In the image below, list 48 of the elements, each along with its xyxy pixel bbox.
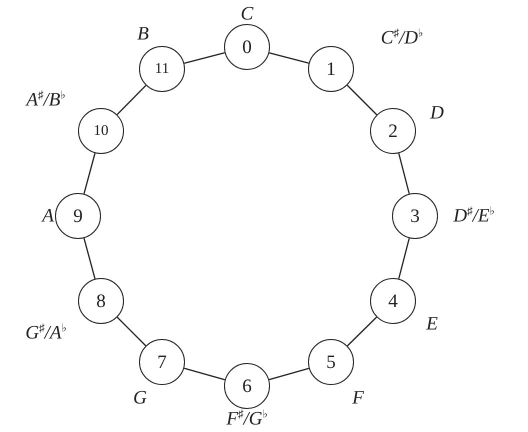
pitch-number: 0: [242, 38, 252, 56]
note-name-label: C$^{♯}$/D$^{♭}$: [380, 28, 424, 48]
pitch-number: 2: [388, 122, 398, 140]
connector-line: [83, 153, 96, 194]
connector-line: [398, 153, 410, 194]
pitch-number: 3: [410, 206, 420, 226]
pitch-number: 4: [388, 292, 398, 310]
pitch-class-circle: [78, 108, 124, 154]
pitch-class-circle: [55, 193, 101, 239]
pitch-number: 8: [96, 292, 106, 310]
pitch-number: 10: [94, 124, 108, 138]
connector-line: [398, 238, 410, 279]
pitch-number: 9: [73, 206, 83, 226]
connector-line: [184, 52, 225, 64]
note-name-label: D: [430, 104, 444, 122]
note-name-label: G$^{♯}$/A$^{♭}$: [25, 323, 67, 343]
connector-line: [116, 316, 146, 346]
note-name-label: A$^{♯}$/B$^{♭}$: [26, 90, 66, 110]
connector-line: [346, 84, 378, 116]
pitch-class-circle: [224, 363, 270, 409]
pitch-number: 5: [326, 352, 336, 372]
pitch-number: 6: [242, 376, 252, 396]
connector-line: [269, 52, 309, 64]
pitch-class-circle: [139, 339, 185, 385]
note-name-label: D$^{♯}$/E$^{♭}$: [453, 206, 495, 226]
note-name-label: F$^{♯}$/G$^{♭}$: [226, 409, 268, 429]
pitch-class-circle: [224, 24, 270, 70]
pitch-class-circle: [392, 193, 438, 239]
pitch-class-circle: [370, 108, 416, 154]
note-name-label: G: [133, 388, 147, 408]
note-name-label: C: [240, 4, 254, 24]
connector-line: [346, 316, 378, 346]
connector-line: [83, 238, 96, 279]
pitch-class-circle: [370, 278, 416, 324]
connector-line: [116, 84, 146, 116]
note-name-label: F: [352, 388, 364, 408]
pitch-number: 11: [154, 62, 170, 76]
connector-line: [268, 368, 310, 380]
pitch-class-circle: [308, 46, 354, 92]
pitch-number: 7: [157, 352, 167, 372]
pitch-class-circle: [308, 339, 354, 385]
note-name-label: A: [42, 206, 54, 226]
pitch-number: 1: [326, 60, 336, 78]
note-name-label: B: [137, 24, 149, 44]
pitch-class-circle: [78, 278, 124, 324]
note-name-label: E: [426, 314, 438, 334]
pitch-class-circle: [139, 46, 185, 92]
connector-line: [184, 368, 226, 380]
